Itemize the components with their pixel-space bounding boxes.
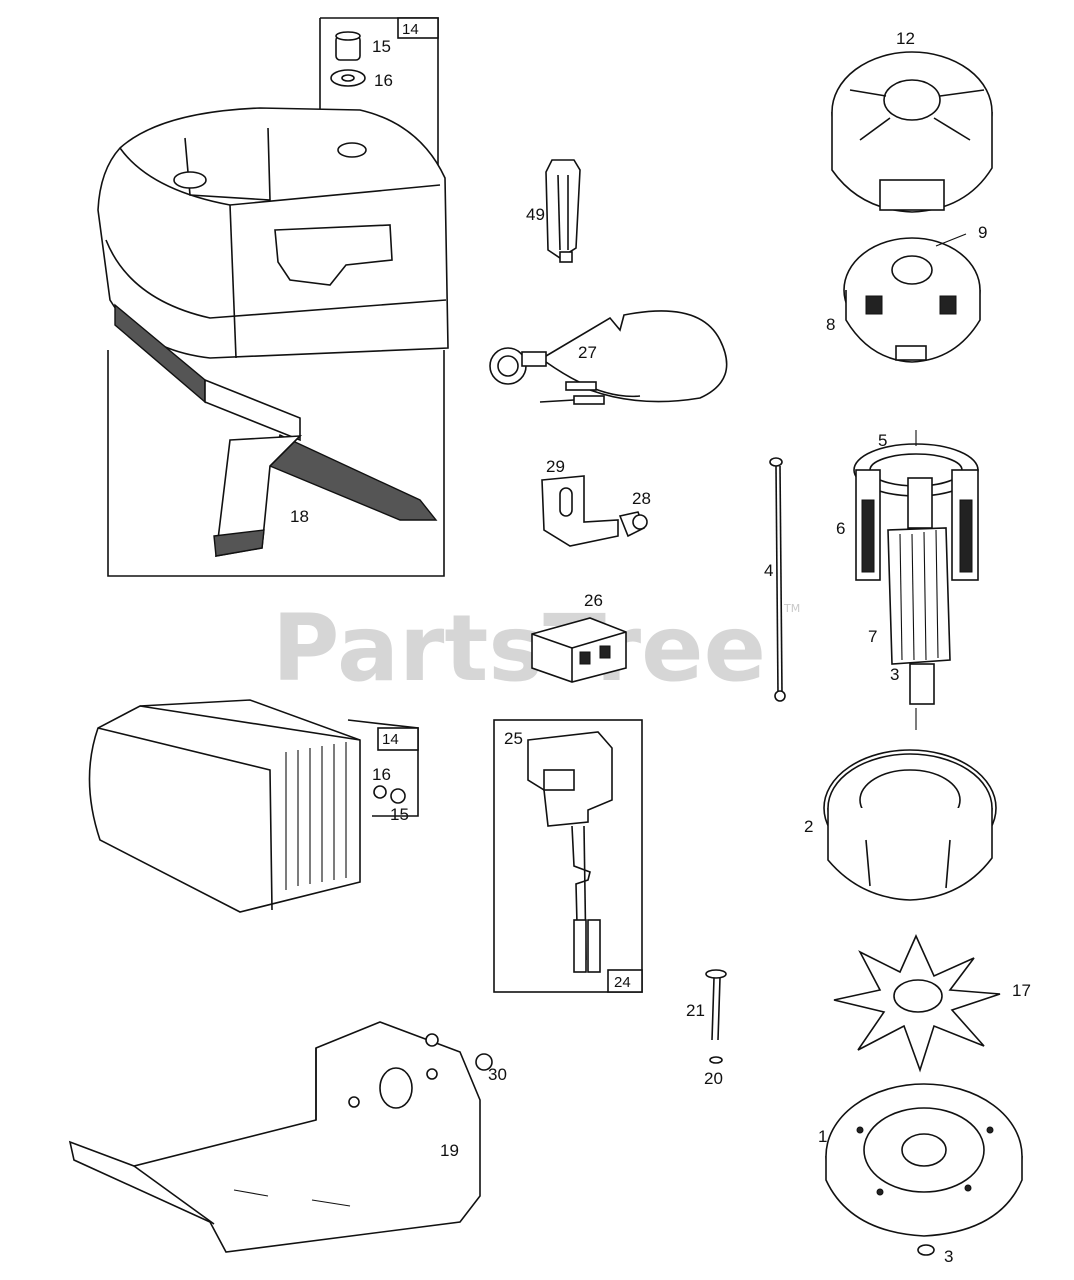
label-part-25: 25 xyxy=(504,729,523,748)
label-part-3b: 3 xyxy=(944,1247,953,1266)
rod-4 xyxy=(769,457,786,702)
stator-armature-assembly xyxy=(853,430,979,730)
label-part-4: 4 xyxy=(764,561,773,580)
label-part-27: 27 xyxy=(578,343,597,362)
label-part-17: 17 xyxy=(1012,981,1031,1000)
box-tag-14a: 14 xyxy=(402,21,419,38)
label-part-26: 26 xyxy=(584,591,603,610)
fan-17 xyxy=(833,934,1001,1073)
base-plate-19 xyxy=(68,1021,493,1253)
label-part-5: 5 xyxy=(878,431,887,450)
part-labels: 1 2 3 3 4 5 6 7 8 9 12 15 15 16 16 17 18… xyxy=(290,29,1031,1266)
brush-holder-8 xyxy=(843,233,981,363)
terminal-block-26 xyxy=(531,617,627,683)
label-part-29: 29 xyxy=(546,457,565,476)
box-24-group xyxy=(493,719,643,993)
housing-cover-assembly xyxy=(97,17,449,577)
label-part-1: 1 xyxy=(818,1127,827,1146)
label-part-21: 21 xyxy=(686,1001,705,1020)
label-part-49: 49 xyxy=(526,205,545,224)
label-part-19: 19 xyxy=(440,1141,459,1160)
bracket-29 xyxy=(541,475,648,547)
cooling-fins xyxy=(285,742,347,890)
label-part-12: 12 xyxy=(896,29,915,48)
box-tag-24: 24 xyxy=(614,974,631,991)
bolt-21 xyxy=(705,969,727,1064)
label-part-7: 7 xyxy=(868,627,877,646)
box-labels: 14 14 24 xyxy=(382,21,631,991)
flywheel-1 xyxy=(825,1083,1023,1256)
label-part-16a: 16 xyxy=(374,71,393,90)
end-cap-12 xyxy=(831,51,993,213)
connector-49 xyxy=(545,159,581,263)
label-part-3a: 3 xyxy=(890,665,899,684)
label-part-9: 9 xyxy=(978,223,987,242)
label-part-16b: 16 xyxy=(372,765,391,784)
label-part-20: 20 xyxy=(704,1069,723,1088)
watermark: PartsTree xyxy=(272,595,766,702)
label-part-15a: 15 xyxy=(372,37,391,56)
label-part-2: 2 xyxy=(804,817,813,836)
watermark-tm: TM xyxy=(783,602,800,615)
box-tag-14b: 14 xyxy=(382,731,399,748)
rectifier-assembly xyxy=(88,699,419,913)
rotor-2 xyxy=(823,749,997,901)
label-part-28: 28 xyxy=(632,489,651,508)
label-part-30: 30 xyxy=(488,1065,507,1084)
label-part-8: 8 xyxy=(826,315,835,334)
label-part-6: 6 xyxy=(836,519,845,538)
wire-harness-27 xyxy=(489,310,728,405)
label-part-15b: 15 xyxy=(390,805,409,824)
label-part-18: 18 xyxy=(290,507,309,526)
